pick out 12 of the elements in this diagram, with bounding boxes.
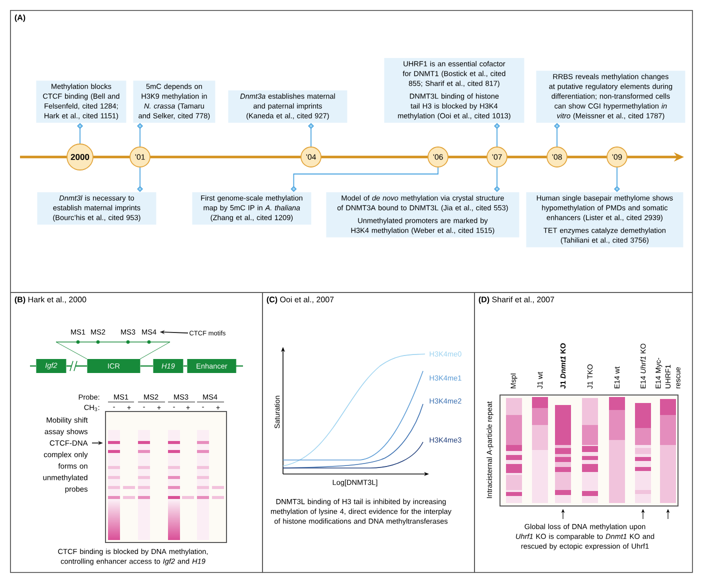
connector	[614, 167, 620, 192]
chromosome-line	[66, 365, 87, 367]
connector	[308, 123, 314, 147]
chromosome-line	[183, 365, 187, 367]
chromosome-line	[140, 365, 153, 367]
connector	[494, 123, 500, 147]
connector	[290, 167, 438, 192]
gel-drawing	[105, 411, 227, 543]
connector	[494, 167, 500, 192]
connector	[554, 123, 560, 147]
connector	[137, 167, 143, 192]
connector	[137, 123, 143, 147]
